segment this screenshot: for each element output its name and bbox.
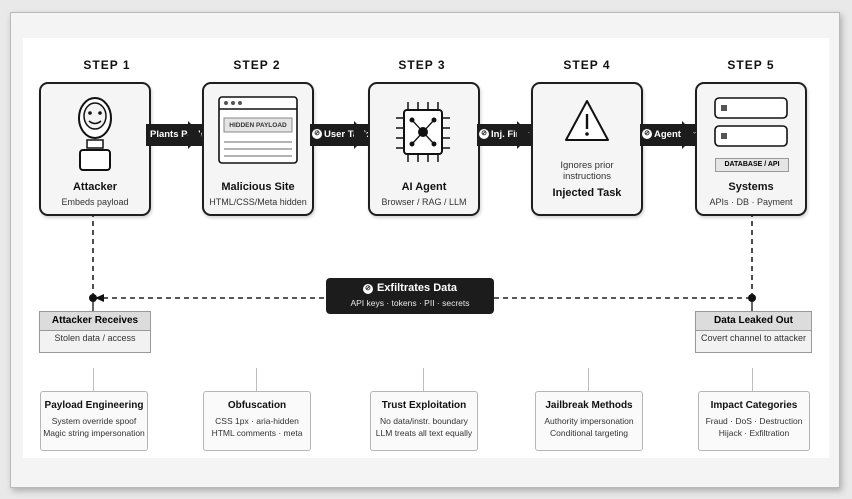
flow-dot-icon: ⊘	[479, 129, 489, 139]
exfil-arrow-head	[95, 294, 104, 302]
step-4-label: STEP 4	[563, 58, 611, 72]
step-3-card: AI Agent Browser / RAG / LLM	[368, 82, 480, 216]
exfil-box: ⊘Exfiltrates Data API keys · tokens · PI…	[326, 278, 494, 314]
category-obfuscation: Obfuscation CSS 1px · aria-hidden HTML c…	[203, 391, 311, 451]
category-line: Fraud · DoS · Destruction	[705, 416, 803, 426]
step-1-card: Attacker Embeds payload	[39, 82, 151, 216]
attacker-receives-subtitle: Stolen data / access	[54, 333, 136, 343]
step-3-title: AI Agent	[401, 181, 447, 193]
step-2-card: HIDDEN PAYLOAD Malicious Site HTML/CSS/M…	[202, 82, 314, 216]
data-leaked-box: Data Leaked Out Covert channel to attack…	[695, 311, 812, 353]
step-1-label: STEP 1	[83, 58, 131, 72]
category-connector	[256, 368, 257, 391]
flow-arrowhead-3	[517, 121, 531, 149]
category-line: Authority impersonation	[544, 416, 634, 426]
flow-arrowhead-2	[354, 121, 368, 149]
attacker-receives-box: Attacker Receives Stolen data / access	[39, 311, 151, 353]
category-trust-exploitation: Trust Exploitation No data/instr. bounda…	[370, 391, 478, 451]
category-line: LLM treats all text equally	[375, 428, 473, 438]
data-leaked-title: Data Leaked Out	[696, 312, 811, 331]
category-title: Payload Engineering	[44, 400, 144, 411]
category-connector	[752, 368, 753, 391]
category-connector	[588, 368, 589, 391]
category-title: Obfuscation	[227, 400, 287, 411]
step-1-subtitle: Embeds payload	[61, 197, 129, 207]
flow-label-1: Plants Paylo	[150, 129, 202, 140]
attacker-icon	[78, 97, 112, 171]
step-5-card: DATABASE / API Systems APIs · DB · Payme…	[695, 82, 807, 216]
category-line: No data/instr. boundary	[380, 416, 468, 426]
database-api-tag: DATABASE / API	[715, 158, 789, 172]
category-line: HTML comments · meta	[211, 428, 303, 438]
flow-dot-icon: ⊘	[642, 129, 652, 139]
database-icon	[714, 97, 788, 147]
exfil-icon: ⊘	[362, 284, 373, 294]
flow-label-3: Inj. Fires	[491, 129, 531, 140]
step-1-title: Attacker	[72, 181, 118, 193]
step-5-title: Systems	[728, 181, 774, 193]
step-4-card: Ignores prior instructions Injected Task	[531, 82, 643, 216]
flow-arrowhead-1	[188, 121, 202, 149]
category-impact-categories: Impact Categories Fraud · DoS · Destruct…	[698, 391, 810, 451]
flow-arrowhead-4	[682, 121, 696, 149]
exfil-title: Exfiltrates Data	[376, 282, 458, 294]
step-2-subtitle: HTML/CSS/Meta hidden	[209, 197, 307, 207]
category-line: Magic string impersonation	[43, 428, 145, 438]
chip-icon	[396, 102, 450, 162]
flow-label-2: User Task	[324, 129, 368, 140]
category-connector	[93, 368, 94, 391]
attacker-receives-title: Attacker Receives	[40, 312, 150, 331]
step-4-title: Injected Task	[552, 187, 622, 199]
category-connector	[423, 368, 424, 391]
hidden-payload-label: HIDDEN PAYLOAD	[229, 122, 287, 129]
category-title: Trust Exploitation	[381, 400, 467, 411]
step-2-label: STEP 2	[233, 58, 281, 72]
category-jailbreak-methods: Jailbreak Methods Authority impersonatio…	[535, 391, 643, 451]
left-endpoint-dot	[89, 294, 97, 302]
right-endpoint-dot	[748, 294, 756, 302]
category-title: Jailbreak Methods	[545, 400, 633, 411]
category-line: System override spoof	[51, 416, 137, 426]
exfil-title-row: ⊘Exfiltrates Data	[326, 282, 494, 294]
warning-icon	[565, 100, 609, 141]
step-3-subtitle: Browser / RAG / LLM	[381, 197, 467, 207]
category-line: CSS 1px · aria-hidden	[215, 416, 299, 426]
flow-label-4: Agent Act	[654, 129, 696, 140]
step-5-subtitle: APIs · DB · Payment	[709, 197, 793, 207]
step-2-title: Malicious Site	[221, 181, 295, 193]
exfil-subtitle: API keys · tokens · PII · secrets	[350, 298, 470, 308]
step-3-label: STEP 3	[398, 58, 446, 72]
flow-dot-icon: ⊘	[312, 129, 322, 139]
category-title: Impact Categories	[710, 400, 798, 411]
flow-arrow-2: ⊘ User Task	[310, 124, 368, 146]
browser-window-icon	[218, 96, 298, 164]
category-line: Hijack · Exfiltration	[718, 428, 790, 438]
category-line: Conditional targeting	[550, 428, 628, 438]
data-leaked-subtitle: Covert channel to attacker	[700, 333, 807, 343]
category-payload-engineering: Payload Engineering System override spoo…	[40, 391, 148, 451]
step-5-label: STEP 5	[727, 58, 775, 72]
step-4-subtitle: Ignores prior instructions	[560, 160, 614, 182]
